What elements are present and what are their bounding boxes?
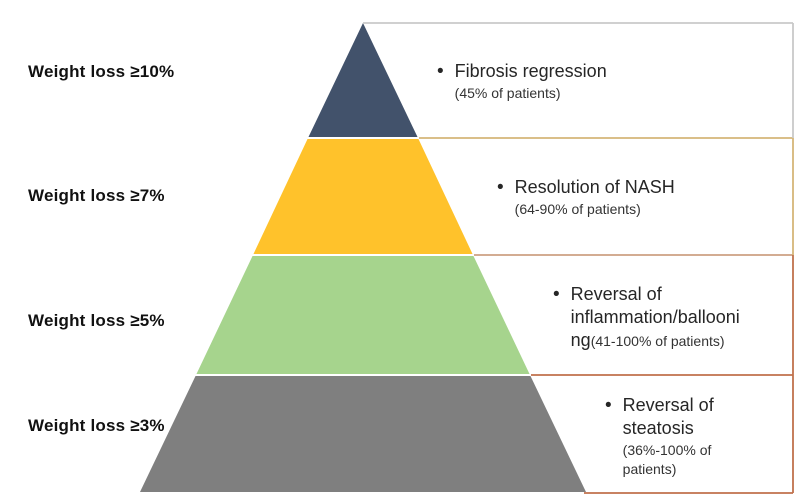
callout-text: Reversal of steatosis (36%-100% of patie… (623, 394, 714, 479)
bullet-icon: • (437, 61, 444, 82)
outcome-detail-text: (41-100% of patients) (590, 333, 725, 349)
threshold-label-5pct: Weight loss ≥5% (28, 311, 165, 330)
callout-reversal-steatosis: • Reversal of steatosis (36%-100% of pat… (605, 394, 714, 479)
bullet-icon: • (497, 177, 504, 198)
callout-resolution-of-nash: • Resolution of NASH (64-90% of patients… (497, 176, 675, 219)
outcome-text: Reversal of inflammation/ballooni ng (570, 284, 740, 350)
bullet-icon: • (553, 284, 560, 305)
pyramid-tier-3-shape (196, 255, 530, 375)
threshold-label-10pct: Weight loss ≥10% (28, 62, 175, 81)
threshold-label-7pct: Weight loss ≥7% (28, 186, 165, 205)
pyramid-tier-2-shape (253, 138, 473, 255)
threshold-label-3pct: Weight loss ≥3% (28, 416, 165, 435)
callout-text: Fibrosis regression (45% of patients) (455, 60, 607, 103)
outcome-text: Fibrosis regression (454, 61, 607, 81)
outcome-text: Reversal of steatosis (622, 395, 714, 438)
pyramid-tier-1-shape (308, 23, 418, 138)
bullet-icon: • (605, 395, 612, 416)
callout-text: Resolution of NASH (64-90% of patients) (515, 176, 675, 219)
callout-text: Reversal of inflammation/ballooni ng(41-… (571, 283, 740, 352)
callout-reversal-inflammation: • Reversal of inflammation/ballooni ng(4… (553, 283, 740, 352)
outcome-detail-text: (36%-100% of patients) (622, 442, 712, 477)
callout-fibrosis-regression: • Fibrosis regression (45% of patients) (437, 60, 607, 103)
pyramid-tier-4-shape (140, 375, 586, 492)
outcome-detail-text: (64-90% of patients) (514, 201, 641, 217)
outcome-text: Resolution of NASH (514, 177, 675, 197)
outcome-detail-text: (45% of patients) (454, 85, 561, 101)
